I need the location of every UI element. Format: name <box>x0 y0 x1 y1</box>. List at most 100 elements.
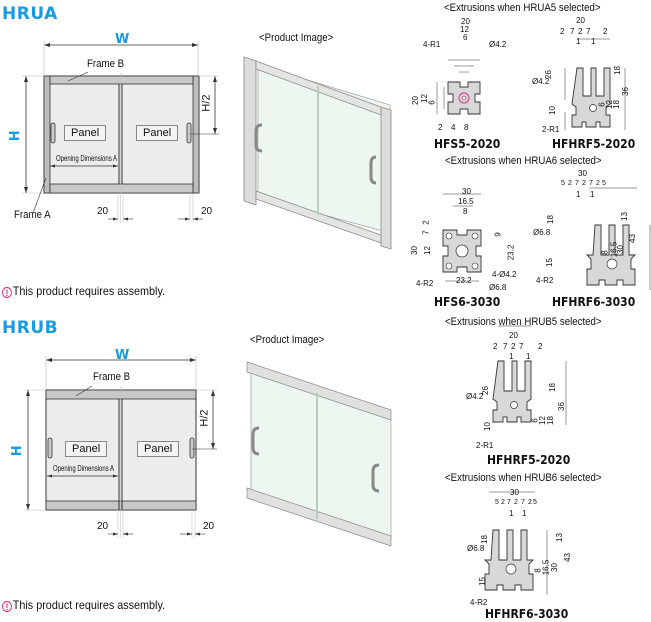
profile-name-hfhrf6-3030: HFHRF6-3030 <box>552 295 636 309</box>
dim-hfhrf5-20: 20 <box>576 16 585 25</box>
dim-hfhrf6-30v: 30 <box>549 563 559 572</box>
dim-hfhrf5-1a: 1 <box>576 37 581 46</box>
dim-hfs6-30v: 30 <box>409 246 419 255</box>
dim-hfs5-12: 12 <box>460 25 469 34</box>
dim-hfs6-30: 30 <box>462 187 471 196</box>
dim-hfhrf5-2a: 2 <box>560 27 565 36</box>
dim-hfs5-4r1: 4-R1 <box>423 40 441 49</box>
panel-label-left: Panel <box>65 441 108 457</box>
dim-hfhrf6-18: 18 <box>545 215 555 224</box>
frame-a-label: Frame A <box>14 209 51 221</box>
dim-hfhrf5-26: 26 <box>480 386 490 395</box>
half-height-label: H/2 <box>198 409 211 427</box>
dim-hfhrf6-2b: 2 <box>514 499 518 506</box>
dim-hfs6-dia68: Ø6.8 <box>489 283 507 292</box>
dim-hfs6-23-2v: 23.2 <box>506 244 516 261</box>
profile-hfs6-3030-drawing <box>442 187 651 290</box>
profile-name-hfhrf5-2020: HFHRF5-2020 <box>552 137 636 151</box>
hrub-frame-diagram: W H H/2 Frame B Panel Panel Opening Dime… <box>0 348 230 548</box>
width-label: W <box>115 348 130 363</box>
dim-hfs6-8: 8 <box>463 207 468 216</box>
panel-label-right: Panel <box>136 125 179 141</box>
dim-hfs5-8: 8 <box>464 123 469 132</box>
dim-hfs5-2: 2 <box>438 123 443 132</box>
profile-name-hfs5-2020: HFS5-2020 <box>434 137 501 151</box>
dim-hfhrf5-20: 20 <box>509 331 518 340</box>
dim-hfhrf6-15: 15 <box>477 577 487 586</box>
dim-hfhrf6-7b: 7 <box>521 499 525 506</box>
dim-hfhrf5-18a: 18 <box>612 66 622 75</box>
dim-hfhrf6-30v: 30 <box>615 245 625 254</box>
dim-20-center: 20 <box>97 206 109 217</box>
dim-hfhrf6-1b: 1 <box>590 190 595 199</box>
dim-hfhrf5-36: 36 <box>556 402 566 411</box>
dim-hfs5-20v: 20 <box>410 96 420 105</box>
dim-hfs5-6: 6 <box>463 33 468 42</box>
dim-20-right: 20 <box>201 206 213 217</box>
dim-hfhrf5-2r1: 2-R1 <box>542 125 560 134</box>
dim-hfhrf5-1a: 1 <box>509 352 514 361</box>
width-label: W <box>115 32 130 47</box>
dim-hfs6-23-2: 23.2 <box>456 276 472 285</box>
dim-hfhrf6-18: 18 <box>479 535 489 544</box>
dim-hfhrf5-2b: 2 <box>578 27 583 36</box>
dim-hfs6-7: 7 <box>421 230 431 235</box>
dim-hfhrf5-7b: 7 <box>519 342 524 351</box>
product-image-hrub <box>246 361 392 547</box>
assembly-note-text: This product requires assembly. <box>12 284 166 298</box>
profile-hfhrf6-3030-drawing <box>483 491 548 595</box>
dim-hfs5-4: 4 <box>451 123 456 132</box>
dim-hfhrf5-10: 10 <box>482 422 492 431</box>
assembly-note-hrua: !This product requires assembly. <box>2 284 165 298</box>
dim-hfhrf5-36: 36 <box>620 87 630 96</box>
dim-hfhrf6-15: 15 <box>544 258 554 267</box>
dim-hfhrf5-dia: Ø4.2 <box>466 392 484 401</box>
dim-hfhrf6-7a: 7 <box>507 499 511 506</box>
dim-hfhrf6-4r2: 4-R2 <box>536 276 554 285</box>
opening-dimensions-label: Opening Dimensions A <box>56 154 118 163</box>
dim-hfhrf6-16-5: 16.5 <box>541 559 551 576</box>
dim-hfhrf6-2a: 2 <box>568 180 572 187</box>
dim-hfhrf5-7a: 7 <box>503 342 508 351</box>
dim-hfs6-16-5: 16.5 <box>458 197 474 206</box>
panel-label-left: Panel <box>64 125 107 141</box>
assembly-note-text: This product requires assembly. <box>12 598 166 612</box>
dim-hfhrf6-5b: 5 <box>533 499 537 506</box>
dim-hfs5-20: 20 <box>461 17 470 26</box>
dim-hfhrf5-2c: 2 <box>538 342 543 351</box>
dim-hfhrf6-43: 43 <box>562 553 572 562</box>
half-height-label: H/2 <box>200 94 213 112</box>
extrusions-caption-hrua5: <Extrusions when HRUA5 selected> <box>444 2 601 14</box>
dim-hfhrf5-7b: 7 <box>586 27 591 36</box>
dim-hfhrf5-dia: Ø4.2 <box>532 77 550 86</box>
assembly-note-hrub: !This product requires assembly. <box>2 598 165 612</box>
product-image-caption-hrub: <Product Image> <box>250 334 325 346</box>
dim-hfhrf6-segments: 5 <box>561 180 567 187</box>
dim-hfhrf5-10: 10 <box>547 106 557 115</box>
dim-hfhrf6-7a: 7 <box>575 180 579 187</box>
dim-hfhrf5-7a: 7 <box>570 27 575 36</box>
dim-hfhrf6-1a: 1 <box>509 509 514 518</box>
dim-hfs5-dia: Ø4.2 <box>489 40 507 49</box>
dim-hfhrf5-26: 26 <box>543 70 553 79</box>
product-image-hrua <box>243 56 392 250</box>
dim-hfhrf5-2c: 2 <box>603 27 608 36</box>
dim-hfs6-4dia: 4-Ø4.2 <box>492 270 517 279</box>
panel-label-right: Panel <box>137 441 180 457</box>
dim-hfhrf6-13: 13 <box>554 533 564 542</box>
dim-hfhrf6-43: 43 <box>627 234 637 243</box>
height-label: H <box>8 129 24 142</box>
dim-hfhrf6-2c: 2 <box>596 180 600 187</box>
height-label: H <box>10 444 26 457</box>
dim-hfs6-4r2: 4-R2 <box>416 279 434 288</box>
product-image-caption-hrua: <Product Image> <box>259 32 334 44</box>
dim-hfhrf6-13: 13 <box>619 212 629 221</box>
dim-hfhrf6-30: 30 <box>578 169 587 178</box>
dim-hfhrf6-1b: 1 <box>522 509 527 518</box>
dim-hfhrf5-2b: 2 <box>511 342 516 351</box>
dim-hfhrf5-18a: 18 <box>547 383 557 392</box>
extrusions-caption-hrub6: <Extrusions when HRUB6 selected> <box>445 472 602 484</box>
profile-name-hfs6-3030: HFS6-3030 <box>434 295 501 309</box>
section-title-hrua: HRUA <box>2 4 58 24</box>
profile-hfs5-2020-drawing <box>436 38 626 130</box>
